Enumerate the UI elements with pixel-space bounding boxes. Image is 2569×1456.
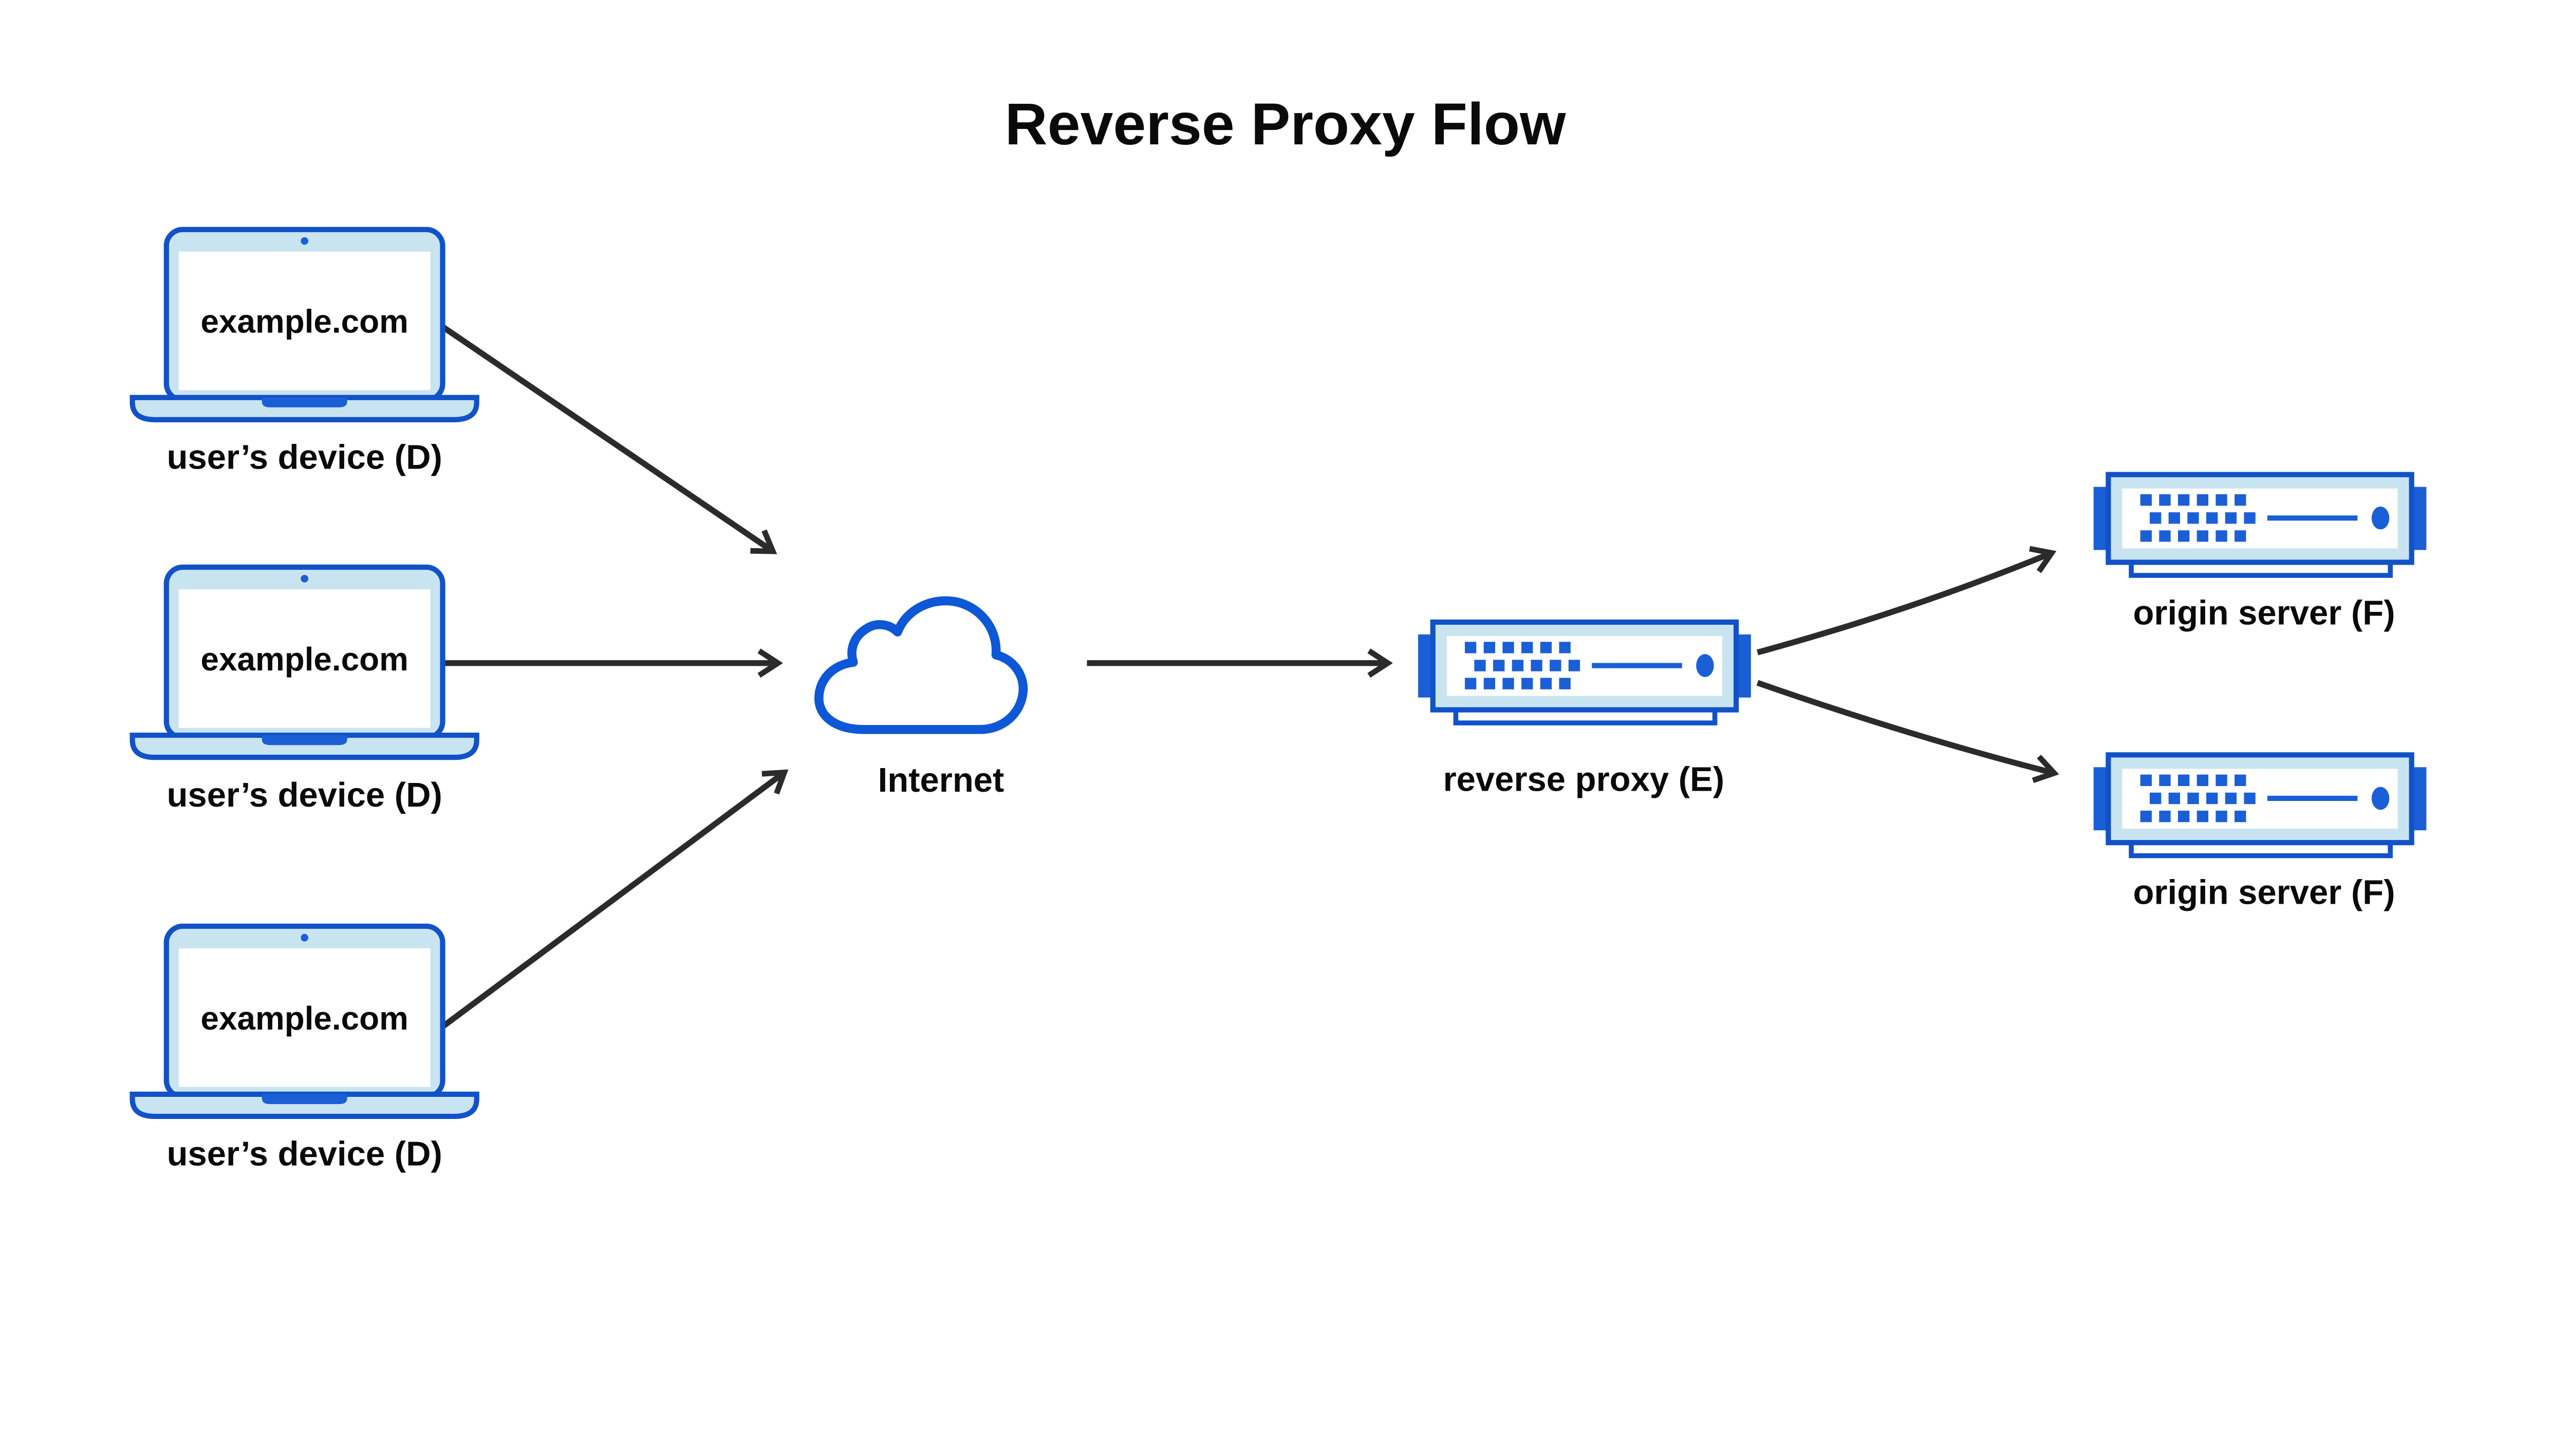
origin-server-label: origin server (F) (2133, 594, 2395, 632)
page-title: Reverse Proxy Flow (1005, 91, 1566, 157)
reverse-proxy-flow-diagram: Reverse Proxy Flow example.com user’s de… (0, 91, 2569, 1173)
device-screen-url: example.com (201, 303, 408, 340)
origin-server-1: origin server (F) (2094, 475, 2427, 632)
cloud-icon (814, 596, 1028, 734)
server-icon (2094, 475, 2427, 575)
flow-arrows (439, 324, 2059, 1031)
user-device-3: example.com user’s device (D) (133, 926, 477, 1173)
arrow-device1-to-internet (440, 324, 777, 554)
device-label: user’s device (D) (167, 438, 442, 477)
internet-label: Internet (878, 761, 1004, 799)
server-icon (2094, 755, 2427, 855)
arrow-device3-to-internet (439, 769, 789, 1031)
user-device-2: example.com user’s device (D) (133, 567, 477, 814)
internet-node: Internet (814, 596, 1028, 799)
origin-server-2: origin server (F) (2094, 755, 2427, 912)
device-label: user’s device (D) (167, 776, 442, 814)
reverse-proxy-node: reverse proxy (E) (1418, 622, 1751, 799)
reverse-proxy-label: reverse proxy (E) (1443, 760, 1724, 799)
device-label: user’s device (D) (167, 1135, 442, 1173)
device-screen-url: example.com (201, 641, 408, 678)
arrow-proxy-to-origin1 (1757, 546, 2057, 656)
device-screen-url: example.com (201, 1000, 408, 1037)
user-device-1: example.com user’s device (D) (133, 230, 477, 477)
origin-server-label: origin server (F) (2133, 873, 2395, 912)
server-icon (1418, 622, 1751, 723)
arrow-proxy-to-origin2 (1756, 680, 2059, 783)
